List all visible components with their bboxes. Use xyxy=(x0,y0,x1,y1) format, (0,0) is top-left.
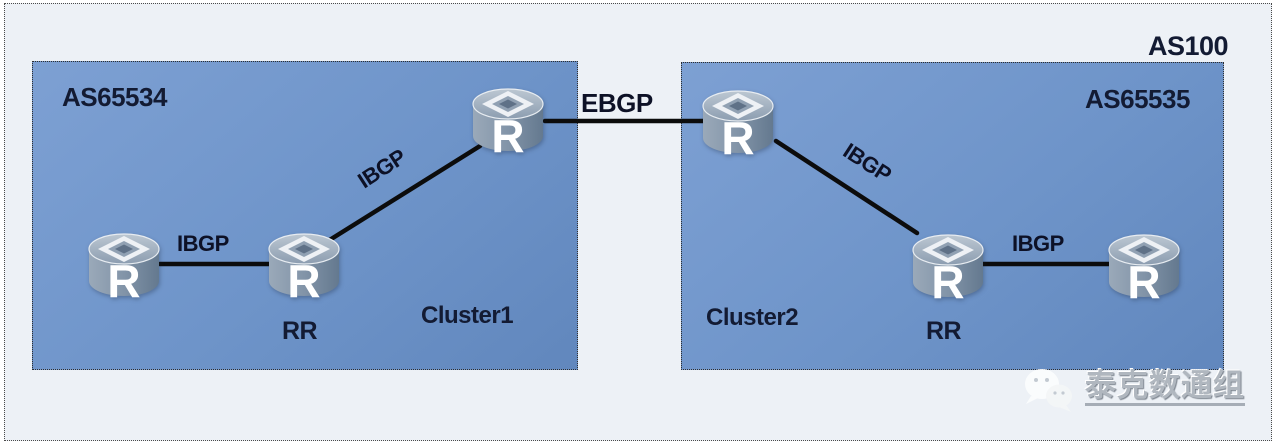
router-icon: R xyxy=(1108,234,1180,304)
router-letter: R xyxy=(1127,256,1160,304)
link-ibgp-c1-diagonal xyxy=(325,143,483,244)
as100-label: AS100 xyxy=(1148,31,1229,61)
router-icon: R xyxy=(472,88,544,158)
router-asbr-as65534: R xyxy=(471,84,545,158)
ibgp-link-label-c1-horizontal: IBGP xyxy=(177,231,229,256)
router-icon: R xyxy=(268,233,340,303)
rr-label-cluster2: RR xyxy=(926,317,962,345)
rr-label-cluster1: RR xyxy=(282,317,318,345)
router-letter: R xyxy=(931,256,964,304)
router-rr-as65534: R xyxy=(267,229,341,303)
ibgp-link-label-c2-horizontal: IBGP xyxy=(1012,231,1064,256)
router-rr-as65535: R xyxy=(911,230,985,304)
as65535-label: AS65535 xyxy=(1085,84,1190,114)
ebgp-link-label: EBGP xyxy=(581,88,653,118)
router-client-as65535: R xyxy=(1107,230,1181,304)
router-client-as65534: R xyxy=(87,229,161,303)
cluster1-label: Cluster1 xyxy=(421,302,514,329)
router-letter: R xyxy=(287,255,320,303)
router-letter: R xyxy=(721,112,754,160)
cluster2-label: Cluster2 xyxy=(706,304,799,331)
watermark-text: 泰克数通组 xyxy=(1085,370,1245,406)
link-ibgp-c2-diagonal xyxy=(773,138,920,236)
router-icon: R xyxy=(702,90,774,160)
router-asbr-as65535: R xyxy=(701,86,775,160)
as65534-label: AS65534 xyxy=(62,82,167,112)
router-letter: R xyxy=(107,255,140,303)
router-icon: R xyxy=(912,234,984,304)
router-letter: R xyxy=(491,110,524,158)
wechat-icon xyxy=(1025,369,1072,412)
router-icon: R xyxy=(88,233,160,303)
